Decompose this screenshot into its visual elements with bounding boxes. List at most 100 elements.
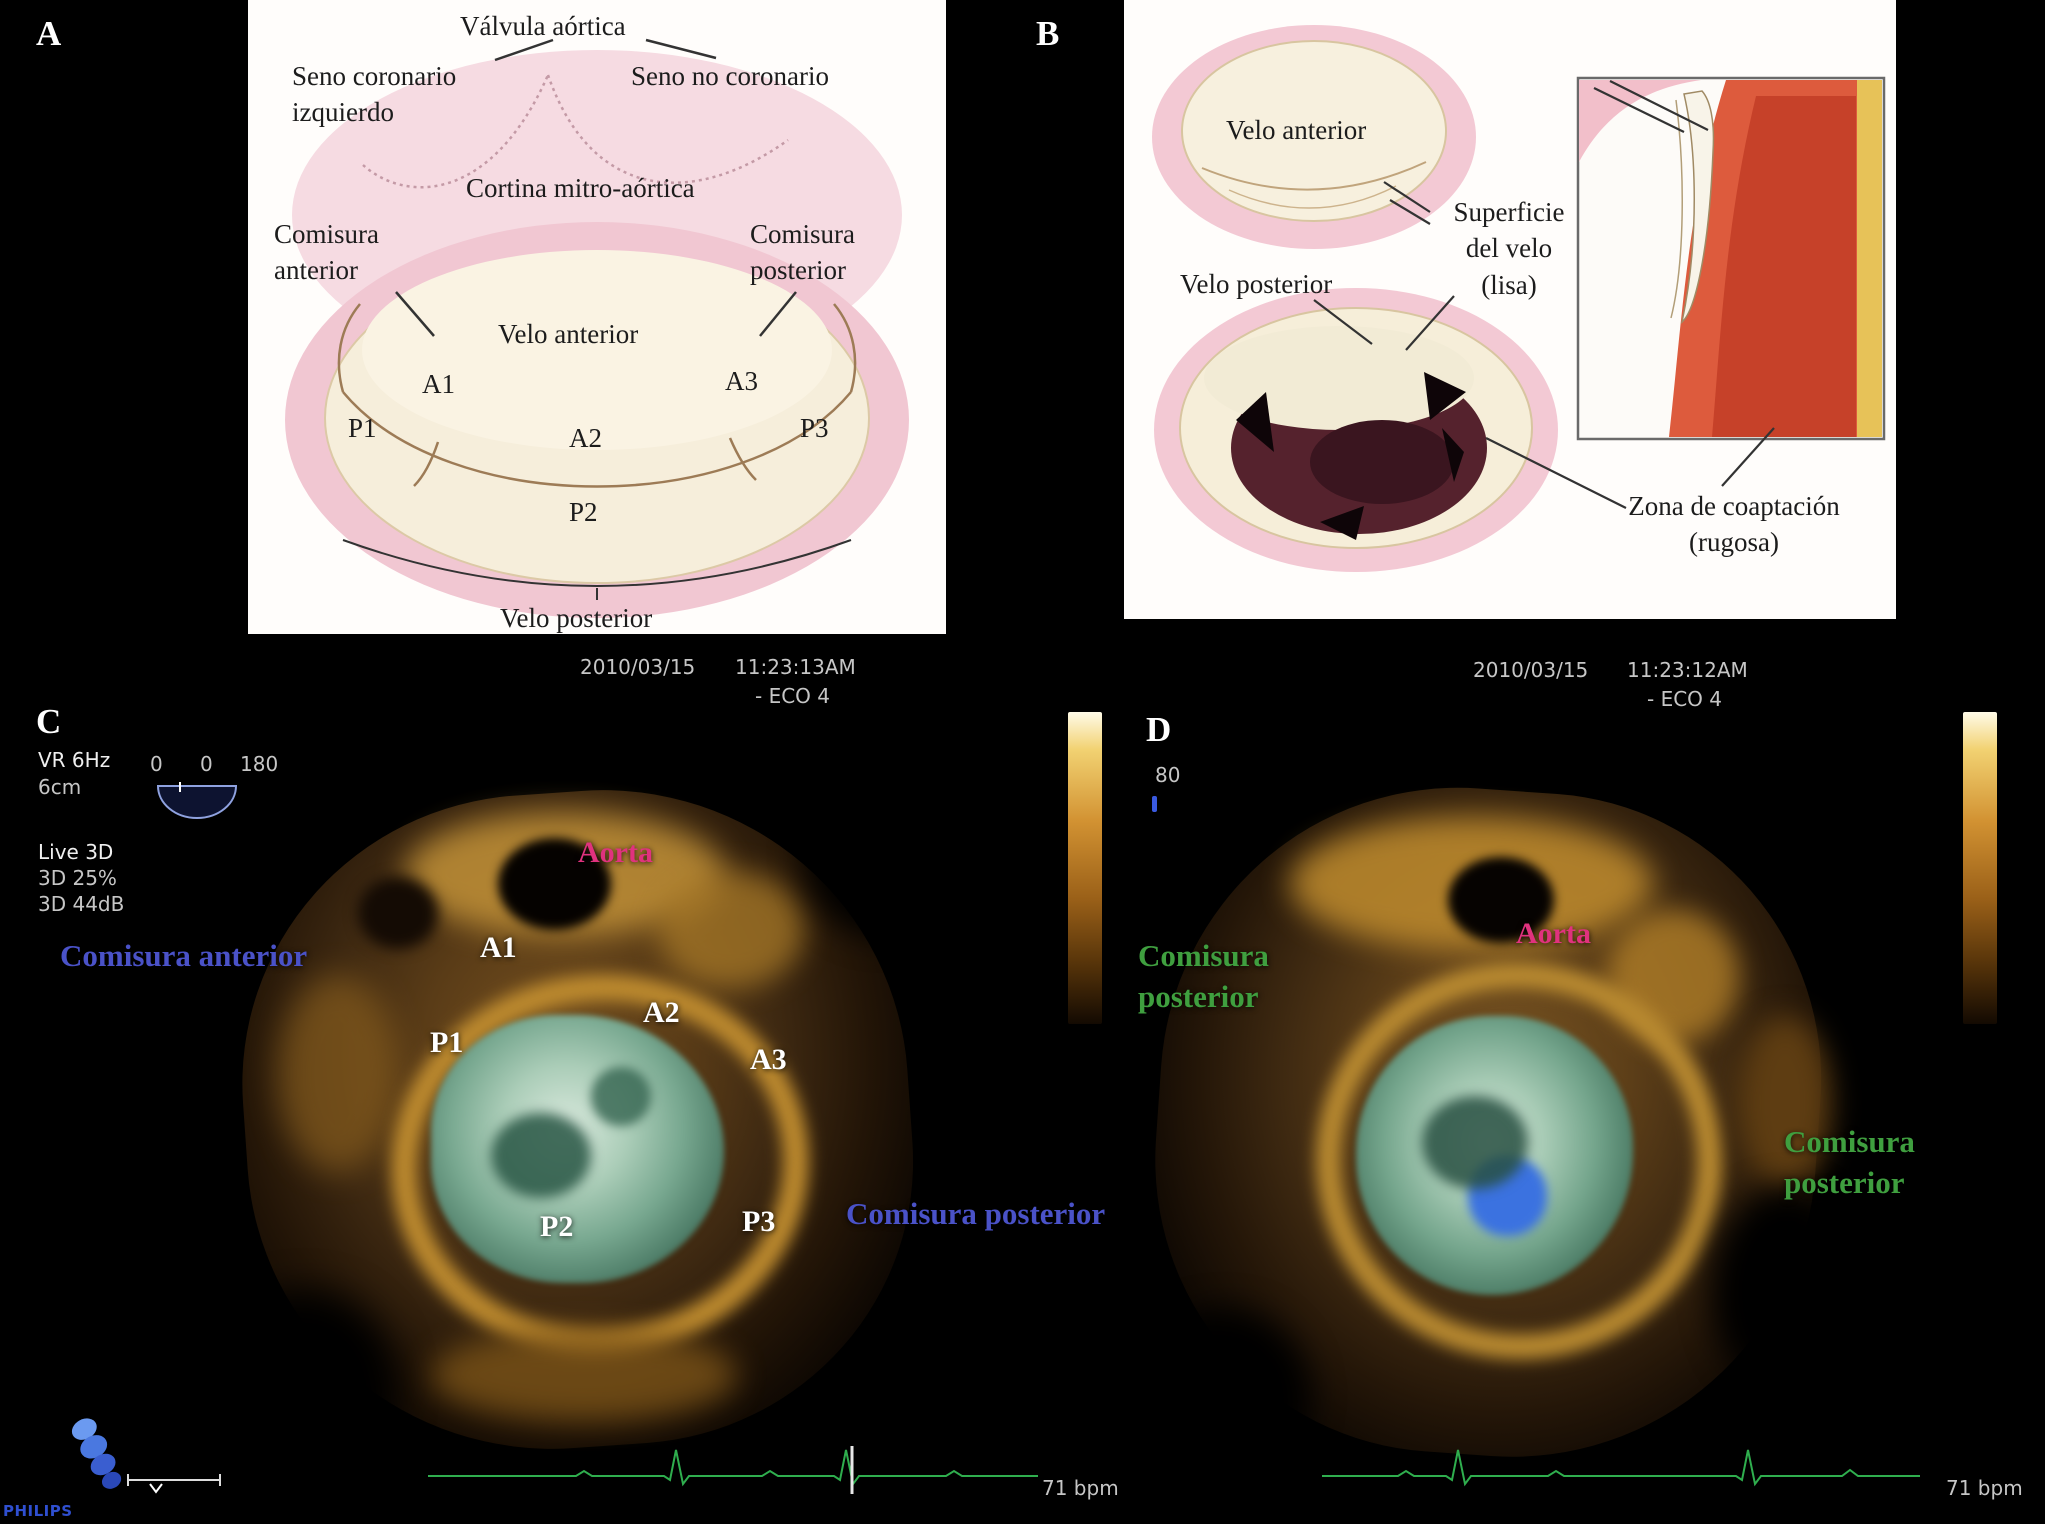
label-p2: P2 [569, 497, 598, 527]
echo-c-vr-setting: VR 6Hz [38, 748, 111, 772]
echo-d-bpm: 71 bpm [1946, 1476, 2023, 1500]
label-cortina-mitro-aortica: Cortina mitro-aórtica [466, 173, 695, 203]
echo-c-label-aorta: Aorta [578, 836, 653, 869]
label-velo-posterior-a: Velo posterior [500, 603, 653, 633]
label-seno-no-coronario: Seno no coronario [631, 61, 829, 91]
echo-c-gold-patch [278, 975, 398, 1172]
annotation-lines-b [1313, 80, 1775, 509]
panel-b: Velo anterior Velo posterior Superficie … [1124, 0, 1896, 619]
echo-c-colorbar [1068, 712, 1102, 1024]
echo-d-gold-fringe [1738, 1016, 1832, 1189]
echo-c-label-comisura-posterior: Comisura posterior [846, 1196, 1106, 1231]
echo-d-gain: 80 [1155, 763, 1181, 787]
label-seno-coronario-izquierdo: Seno coronario izquierdo [292, 58, 456, 131]
echo-d-date: 2010/03/15 [1473, 658, 1589, 682]
echo-c-aorta-orifice [497, 837, 611, 930]
depth-ruler-icon [127, 1474, 221, 1494]
panel-letter-b: B [1036, 14, 1060, 53]
echo-c-shadow-corner [211, 1289, 398, 1487]
echo-d-colorbar [1963, 712, 1997, 1024]
echo-c-bpm: 71 bpm [1042, 1476, 1119, 1500]
anterior-leaflet-shape-b [1152, 25, 1476, 249]
echo-c-depth-setting: 6cm [38, 775, 82, 799]
label-line: izquierdo [292, 97, 394, 128]
echo-c-scale-180: 180 [240, 752, 279, 776]
panel-a-illustration [285, 38, 909, 618]
echo-c-scale-0-left: 0 [150, 752, 163, 776]
echo-d-shadow-corner [1138, 1308, 1310, 1482]
echo-d-label-comisura-right: Comisura posterior [1784, 1122, 1915, 1204]
label-line: posterior [1138, 978, 1259, 1014]
echo-d-label-comisura-left: Comisura posterior [1138, 936, 1269, 1018]
label-superficie-del-velo: Superficie del velo (lisa) [1424, 194, 1594, 303]
label-line: (rugosa) [1689, 527, 1779, 558]
echo-c-date: 2010/03/15 [580, 655, 696, 679]
echo-c-eco-line: - ECO 4 [755, 684, 830, 708]
label-velo-anterior-b: Velo anterior [1226, 115, 1367, 145]
echo-c-teal-shadow [590, 1067, 651, 1127]
inset-cross-section [1576, 76, 1886, 441]
echo-c-teal-shadow [491, 1112, 591, 1199]
label-a3: A3 [725, 366, 758, 396]
echo-d-time: 11:23:12AM [1627, 658, 1748, 682]
echo-c-shadow-corner [803, 765, 964, 937]
echo-c-label-p2: P2 [540, 1210, 574, 1243]
philips-logo: PHILIPS [3, 1502, 73, 1520]
echo-d-gain-marker [1152, 796, 1157, 812]
label-valvula-aortica: Válvula aórtica [460, 11, 626, 41]
label-p3: P3 [800, 413, 829, 443]
echo-c-scale-0-mid: 0 [200, 752, 213, 776]
label-line: posterior [750, 255, 846, 286]
transducer-icon [71, 1418, 122, 1489]
echo-c-label-p3: P3 [742, 1205, 776, 1238]
panel-letter-a: A [36, 14, 62, 53]
label-line: Superficie [1453, 197, 1565, 227]
label-line: (lisa) [1481, 269, 1537, 300]
label-line: Comisura [750, 219, 855, 249]
panel-b-illustration [1152, 25, 1886, 572]
echo-c-label-a1: A1 [480, 931, 517, 964]
label-zona-coaptacion: Zona de coaptación (rugosa) [1584, 488, 1884, 561]
echo-d-eco-line: - ECO 4 [1647, 687, 1722, 711]
echo-c-label-p1: P1 [430, 1026, 464, 1059]
label-a1: A1 [422, 369, 455, 399]
label-line: Comisura [1138, 938, 1269, 973]
label-line: Seno coronario [292, 61, 457, 91]
echo-d-aorta-orifice [1448, 856, 1554, 943]
label-line: Zona de coaptación [1628, 491, 1840, 521]
echo-c-live3d-setting: Live 3D [38, 840, 114, 864]
echo-c-label-a3: A3 [750, 1043, 787, 1076]
leaflet-scallop-lines [337, 303, 857, 488]
label-comisura-anterior-a: Comisura anterior [274, 216, 379, 289]
annotation-lines-a [342, 38, 852, 600]
echo-c-gold-rim [431, 1329, 738, 1421]
echo-d-volume-image [1135, 767, 1858, 1482]
echo-c-time: 11:23:13AM [735, 655, 856, 679]
label-line: del velo [1465, 233, 1553, 264]
label-a2: A2 [569, 423, 602, 453]
echo-d-label-aorta: Aorta [1516, 917, 1591, 950]
panel-letter-d: D [1146, 710, 1172, 749]
posterior-leaflet-shape-b [1154, 288, 1558, 572]
label-line: Comisura [274, 219, 379, 249]
label-line: posterior [1784, 1164, 1905, 1200]
panel-letter-c: C [36, 702, 62, 741]
echo-c-ecg-trace [428, 1446, 1038, 1494]
orientation-dial-icon [156, 782, 238, 819]
echo-c-label-comisura-anterior: Comisura anterior [60, 938, 308, 973]
echo-c-3dpct-setting: 3D 25% [38, 866, 117, 890]
label-line: Comisura [1784, 1124, 1915, 1159]
label-comisura-posterior-a: Comisura posterior [750, 216, 855, 289]
mitral-annulus-shape [285, 222, 909, 618]
echo-d-teal-shadow [1422, 1095, 1528, 1189]
panel-a: Válvula aórtica Seno coronario izquierdo… [248, 0, 946, 634]
label-line: anterior [274, 255, 358, 286]
label-p1: P1 [348, 413, 377, 443]
echo-d-gold-patch [1606, 909, 1739, 1043]
echo-c-volume-image [211, 765, 964, 1487]
echo-d-ecg-trace [1322, 1449, 1920, 1487]
echo-c-label-a2: A2 [643, 996, 680, 1029]
echo-d-shadow-corner [1712, 1189, 1858, 1389]
label-velo-posterior-b: Velo posterior [1180, 269, 1333, 299]
